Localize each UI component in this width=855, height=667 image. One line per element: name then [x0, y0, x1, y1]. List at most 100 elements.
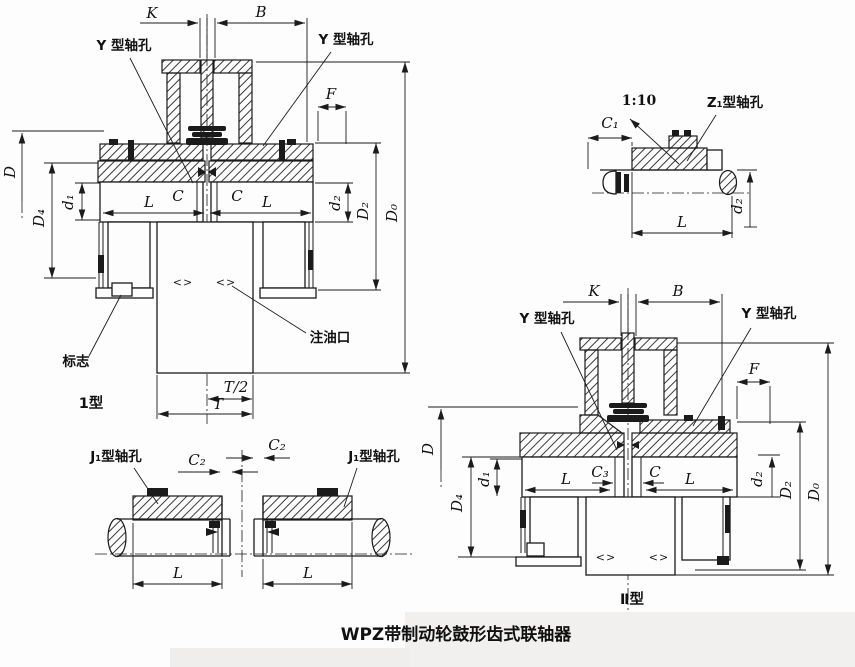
oil-port-label: 注油口 — [310, 329, 351, 346]
dim-d1: d₁ — [59, 182, 100, 221]
left-hub — [132, 488, 223, 556]
dim-LC-right: C L — [210, 187, 311, 217]
hubs — [99, 181, 314, 223]
dim-label-c-left: C — [172, 187, 184, 205]
dim-F: F — [317, 85, 347, 144]
dim-C1: C₁ — [587, 114, 633, 169]
dim-C2-right: C₂ — [226, 436, 290, 462]
dim-label-l: L — [676, 213, 687, 231]
callout-mark: 标志 — [62, 294, 122, 370]
dim-label-d1: d₁ — [475, 471, 493, 487]
dim-K: K — [563, 282, 619, 306]
flange-assembly — [579, 414, 731, 434]
dim-label-l-left: L — [172, 564, 183, 582]
dim-label-l-right: L — [261, 193, 272, 211]
dim-label-d: D — [1, 166, 19, 179]
dim-label-d2: d₂ — [326, 195, 344, 211]
bore-type-label: J₁型轴孔 — [347, 448, 400, 465]
type2-label: Ⅱ型 — [620, 590, 645, 608]
dim-L-left: L — [525, 470, 610, 494]
dim-C2-left: C₂ — [178, 451, 258, 476]
drawing-caption: WPZ带制动轮鼓形齿式联轴器 — [341, 624, 573, 645]
callout-bore-left: Y 型轴孔 — [519, 310, 618, 451]
dim-F: F — [736, 360, 771, 424]
dim-C: C — [643, 463, 664, 487]
dim-label-d: D — [419, 443, 437, 456]
gear-sleeve — [97, 160, 314, 183]
bore-type-label: Y 型轴孔 — [741, 305, 797, 322]
dim-K: K — [140, 4, 198, 27]
callout-bore-left: Y 型轴孔 — [96, 37, 194, 184]
dim-D: D — [419, 406, 578, 487]
drum-body: <> <> — [515, 496, 731, 576]
figure-type1: <> <> K B F D — [1, 3, 410, 424]
bore-type-label: Y 型轴孔 — [318, 31, 374, 48]
mark-plate — [526, 542, 545, 557]
dim-T: T/2 T — [156, 375, 254, 419]
dim-label-l-right: L — [684, 470, 695, 488]
dim-d1: d₁ — [475, 458, 522, 496]
dim-label-dd2: D₂ — [354, 202, 372, 221]
dim-label-d0: D₀ — [383, 204, 401, 223]
dim-extensions — [620, 294, 723, 419]
mark-plate — [111, 282, 133, 297]
callout-bore-z1: Z₁型轴孔 — [686, 94, 764, 162]
oil-hole-icon: <> — [216, 276, 236, 289]
dim-LC-left: L C — [103, 187, 204, 217]
dim-label-d1: d₁ — [59, 194, 77, 210]
dim-label-dd2: D₂ — [777, 481, 795, 500]
brake-drum — [579, 332, 678, 422]
dim-label-d4: D₄ — [448, 494, 466, 513]
callout-bore-right: J₁型轴孔 — [343, 448, 400, 508]
dim-label-l-left: L — [143, 193, 154, 211]
oil-hole-icon: <> — [173, 276, 193, 289]
dim-label-t-half: T/2 — [224, 378, 249, 396]
dim-d2: d₂ — [728, 169, 757, 228]
dim-label-f: F — [325, 85, 337, 103]
dim-label-d2: d₂ — [728, 198, 746, 214]
taper-ratio-label: 1:10 — [622, 93, 657, 109]
right-shaft — [253, 517, 391, 558]
dim-D2: D₂ — [695, 421, 806, 571]
dim-D: D — [1, 130, 104, 218]
dim-label-c-right: C — [231, 187, 243, 205]
bore-type-label: Y 型轴孔 — [96, 37, 152, 54]
dim-L-right: L — [646, 470, 733, 494]
dim-label-t: T — [213, 395, 224, 413]
bore-type-label: Y 型轴孔 — [519, 310, 575, 327]
dim-label-c3: C₃ — [591, 463, 609, 481]
dim-label-f: F — [748, 360, 760, 378]
dim-C3: C₃ — [591, 463, 613, 487]
dim-label-k: K — [145, 4, 158, 22]
dim-extensions — [199, 18, 308, 142]
dim-label-b: B — [254, 3, 266, 21]
dim-D4: D₄ — [30, 162, 98, 279]
brake-drum — [161, 59, 253, 145]
right-hub — [262, 488, 353, 556]
dim-label-k: K — [587, 282, 600, 300]
flange-assembly — [99, 139, 314, 161]
dim-label-d2: d₂ — [748, 471, 766, 487]
oil-hole-icon: <> — [596, 551, 616, 564]
dim-label-b: B — [671, 282, 683, 300]
scan-shading — [170, 612, 855, 667]
dim-D2: D₂ — [315, 142, 381, 291]
dim-label-c2-right: C₂ — [268, 436, 286, 454]
dim-label-d4: D₄ — [30, 209, 48, 228]
dim-label-c1: C₁ — [601, 114, 619, 132]
figure-z1-hub: C₁ 1:10 Z₁型轴孔 L d₂ — [587, 93, 764, 238]
bore-type-label: Z₁型轴孔 — [707, 94, 764, 111]
callout-bore-right: Y 型轴孔 — [692, 305, 797, 427]
shaft — [600, 169, 738, 196]
dim-B: B — [638, 282, 720, 306]
dim-label-l-left: L — [560, 470, 571, 488]
dim-label-l-right: L — [302, 564, 313, 582]
callout-oil-port: 注油口 — [231, 285, 351, 346]
dim-D4: D₄ — [448, 456, 522, 558]
dim-label-d0: D₀ — [805, 483, 823, 502]
oil-hole-icon: <> — [649, 551, 669, 564]
dim-D0: D₀ — [675, 342, 834, 576]
mark-label: 标志 — [62, 353, 90, 370]
